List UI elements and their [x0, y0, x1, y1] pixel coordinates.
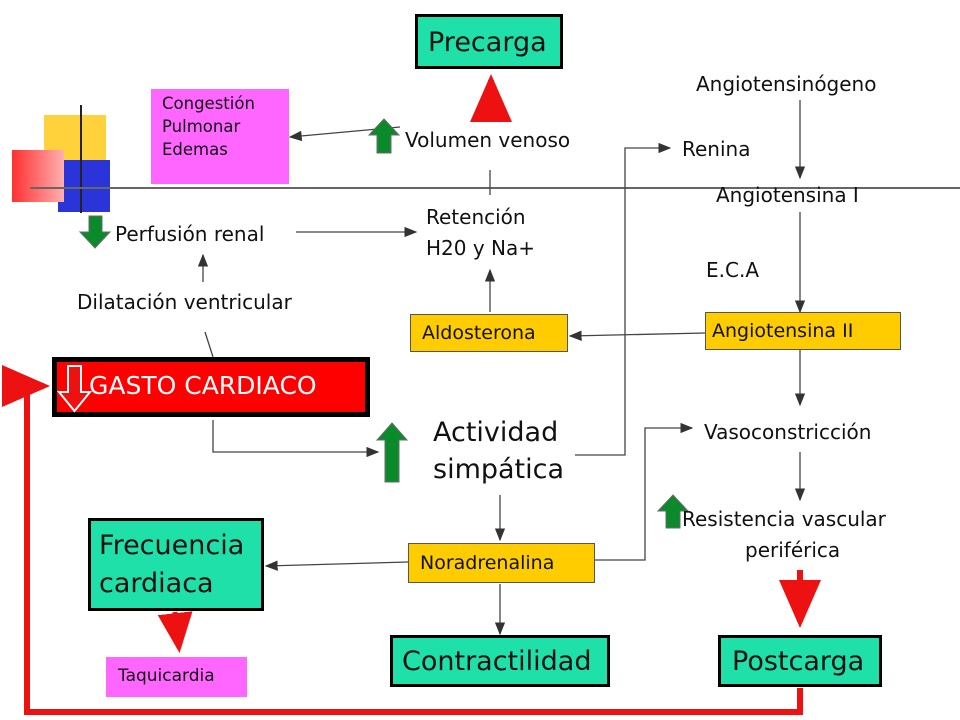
gasto-cardiaco-label: GASTO CARDIACO	[89, 371, 317, 400]
arrow-gasto-actividad	[212, 420, 380, 458]
actividad-line-2: simpática	[433, 454, 565, 485]
arrow-actividad-renina	[575, 142, 672, 456]
contractilidad-label: Contractilidad	[402, 646, 592, 677]
red-feedback-postcarga-gasto	[2, 365, 803, 715]
ornament-vertical-line	[80, 105, 82, 213]
dilatacion-label: Dilatación ventricular	[77, 290, 292, 314]
aldosterona-label: Aldosterona	[422, 322, 536, 344]
ornament-red-square	[12, 150, 64, 202]
line-gasto-dilatacion	[204, 331, 214, 358]
retencion-line-2: H20 y Na+	[426, 236, 536, 260]
postcarga-label: Postcarga	[732, 646, 865, 677]
taquicardia-label: Taquicardia	[118, 666, 215, 686]
noradrenalina-label: Noradrenalina	[420, 552, 555, 574]
frecuencia-cardiaca-box: Frecuencia cardiaca	[88, 518, 264, 611]
congestion-line-2: Pulmonar	[162, 116, 241, 136]
noradrenalina-box: Noradrenalina	[408, 543, 595, 583]
ornament-horizontal-line	[30, 187, 960, 189]
precarga-box: Precarga	[415, 14, 563, 69]
congestion-line-1: Congestión	[162, 94, 255, 113]
congestion-box: Congestión Pulmonar Edemas	[151, 89, 289, 184]
precarga-label: Precarga	[428, 27, 547, 58]
arrow-noradrenalina-vasoconstriccion	[595, 422, 694, 561]
angiotensina-i-label: Angiotensina I	[716, 183, 859, 207]
angiotensinogeno-label: Angiotensinógeno	[696, 72, 877, 96]
gasto-cardiaco-box: GASTO CARDIACO	[52, 357, 370, 417]
arrow-volumen-congestion	[288, 126, 401, 142]
aldosterona-box: Aldosterona	[410, 314, 568, 352]
arrow-noradrenalina-frecuencia	[264, 560, 409, 571]
frecuencia-line-2: cardiaca	[99, 568, 214, 599]
frecuencia-line-1: Frecuencia	[99, 530, 245, 561]
renina-label: Renina	[682, 137, 751, 161]
eca-label: E.C.A	[706, 258, 759, 282]
congestion-line-3: Edemas	[162, 139, 228, 159]
resistencia-line-1: Resistencia vascular	[682, 507, 886, 531]
postcarga-box: Postcarga	[718, 635, 882, 687]
angiotensina-ii-box: Angiotensina II	[705, 312, 901, 350]
retencion-line-1: Retención	[426, 205, 526, 229]
vasoconstriccion-label: Vasoconstricción	[704, 420, 872, 444]
angiotensina-ii-label: Angiotensina II	[712, 320, 854, 342]
ornament-blue-square	[58, 160, 110, 212]
volumen-venoso-label: Volumen venoso	[405, 128, 571, 152]
resistencia-line-2: periférica	[745, 538, 841, 562]
taquicardia-box: Taquicardia	[106, 657, 247, 697]
red-arrow-frecuencia-taquicardia	[157, 611, 193, 653]
perfusion-renal-label: Perfusión renal	[115, 222, 265, 246]
arrow-angiotensinaii-aldosterona	[568, 330, 706, 341]
actividad-line-1: Actividad	[433, 417, 559, 448]
contractilidad-box: Contractilidad	[390, 635, 610, 687]
